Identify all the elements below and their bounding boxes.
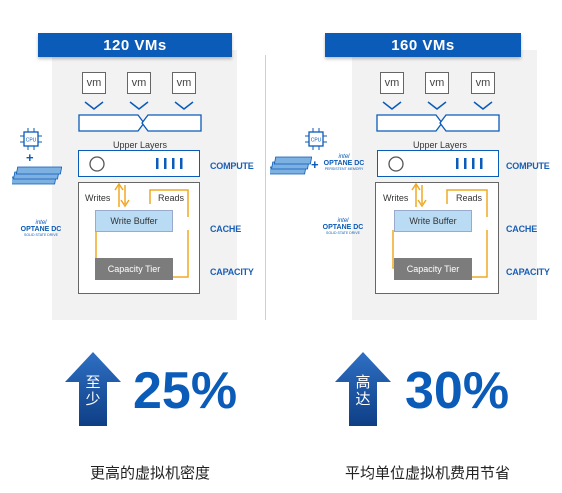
right-optane-sub: SOLID STATE DRIVE	[326, 231, 360, 235]
svg-text:CPU: CPU	[311, 138, 322, 144]
left-reads-label: Reads	[158, 193, 185, 203]
right-writes-label: Writes	[383, 193, 409, 203]
right-vm-3: vm	[471, 72, 495, 94]
left-writes-label: Writes	[85, 193, 111, 203]
left-cache-label: CACHE	[210, 224, 242, 234]
left-upper-layers-label: Upper Layers	[113, 140, 168, 150]
right-vm-2-label: vm	[429, 77, 445, 89]
left-plus-icon: +	[26, 150, 34, 165]
left-vm-2: vm	[127, 72, 151, 94]
left-vm-count-title: 120 VMs	[103, 36, 167, 54]
right-vm-2: vm	[425, 72, 449, 94]
left-arrow-char-2: 少	[85, 391, 101, 408]
right-vm-3-label: vm	[475, 77, 491, 89]
right-vm-chevrons	[382, 101, 493, 110]
right-vm-count-title: 160 VMs	[391, 36, 455, 54]
left-vm-1-label: vm	[86, 77, 102, 89]
right-lane-bars-icon	[456, 158, 483, 169]
left-lane-bars-icon	[156, 158, 183, 169]
left-vm-3-label: vm	[176, 77, 192, 89]
left-vm-chevrons	[84, 101, 194, 110]
right-pmem-intel-wordmark: intel	[338, 154, 350, 160]
left-hypervisor-ribbon	[78, 114, 202, 132]
right-plus-icon: +	[311, 157, 319, 172]
right-capacity-tier: Capacity Tier	[394, 258, 472, 280]
right-optane-brand: OPTANE DC	[322, 224, 364, 231]
right-arrow-char-1: 高	[355, 374, 371, 391]
left-up-arrow-icon	[65, 352, 121, 426]
right-cache-label: CACHE	[506, 224, 538, 234]
left-vm-2-label: vm	[131, 77, 147, 89]
left-memory-modules-icon	[12, 166, 62, 185]
right-pmem-brand: OPTANE DC	[323, 160, 365, 167]
left-optane-ssd-logo: intel OPTANE DC SOLID STATE DRIVE	[16, 220, 66, 237]
right-capacity-label: CAPACITY	[506, 267, 550, 277]
svg-text:CPU: CPU	[26, 138, 37, 144]
right-cpu-chip-icon: CPU	[305, 128, 327, 150]
left-compute-label: COMPUTE	[210, 161, 254, 171]
right-arrow-char-2: 达	[355, 391, 371, 408]
right-header-bar: 160 VMs	[325, 33, 521, 57]
left-disk-icon	[89, 156, 105, 172]
left-caption: 更高的虚拟机密度	[90, 465, 211, 482]
left-arrow-text: 至 少	[83, 374, 103, 408]
left-capacity-tier-label: Capacity Tier	[107, 264, 161, 274]
left-write-buffer-label: Write Buffer	[110, 216, 158, 226]
right-intel-wordmark: intel	[337, 218, 349, 224]
left-arrow-char-1: 至	[85, 374, 101, 391]
left-percent-value: 25%	[133, 362, 238, 420]
right-caption: 平均单位虚拟机费用节省	[345, 465, 511, 482]
right-up-arrow-icon	[335, 352, 391, 426]
right-upper-layers-label: Upper Layers	[413, 140, 468, 150]
panel-divider	[265, 55, 266, 320]
left-capacity-label: CAPACITY	[210, 267, 254, 277]
left-vm-1: vm	[82, 72, 106, 94]
left-write-buffer: Write Buffer	[95, 210, 173, 232]
right-vm-1-label: vm	[384, 77, 400, 89]
right-disk-icon	[388, 156, 404, 172]
left-cpu-chip-icon: CPU	[20, 128, 42, 150]
right-arrow-text: 高 达	[353, 374, 373, 408]
right-optane-ssd-logo: intel OPTANE DC SOLID STATE DRIVE	[318, 218, 368, 235]
right-percent-value: 30%	[405, 362, 510, 420]
right-pmem-sub: PERSISTENT MEMORY	[324, 167, 364, 171]
right-write-buffer-label: Write Buffer	[409, 216, 457, 226]
left-optane-sub: SOLID STATE DRIVE	[24, 233, 58, 237]
right-reads-label: Reads	[456, 193, 483, 203]
right-capacity-tier-label: Capacity Tier	[406, 264, 460, 274]
right-write-buffer: Write Buffer	[394, 210, 472, 232]
right-compute-label: COMPUTE	[506, 161, 550, 171]
right-optane-pmem-logo: intel OPTANE DC PERSISTENT MEMORY	[318, 154, 370, 171]
left-vm-3: vm	[172, 72, 196, 94]
right-vm-1: vm	[380, 72, 404, 94]
right-memory-modules-icon	[270, 156, 312, 175]
left-optane-brand: OPTANE DC	[20, 226, 62, 233]
right-hypervisor-ribbon	[376, 114, 500, 132]
left-capacity-tier: Capacity Tier	[95, 258, 173, 280]
left-intel-wordmark: intel	[35, 220, 47, 226]
left-header-bar: 120 VMs	[38, 33, 232, 57]
